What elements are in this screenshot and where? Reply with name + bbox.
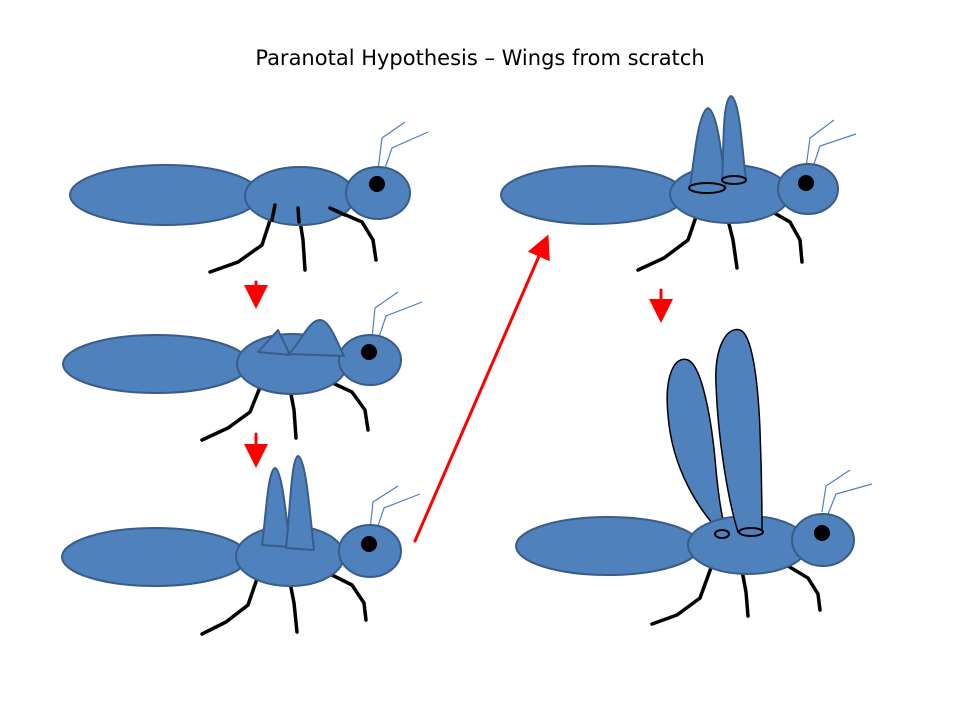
paranotal-lobe-front bbox=[257, 329, 291, 356]
abdomen bbox=[61, 527, 249, 587]
eye bbox=[369, 176, 385, 192]
head bbox=[338, 334, 402, 386]
antennae bbox=[377, 121, 429, 172]
wing-lobe-front bbox=[689, 107, 727, 189]
transition-arrows bbox=[244, 234, 673, 543]
eye bbox=[814, 525, 830, 541]
hinge-ring-back bbox=[738, 527, 764, 537]
paranotal-lobe-back bbox=[287, 319, 345, 357]
antennae bbox=[805, 119, 857, 171]
insect-stage-2 bbox=[62, 291, 423, 442]
eye bbox=[361, 344, 377, 360]
abdomen bbox=[69, 164, 261, 226]
abdomen bbox=[62, 334, 250, 394]
eye bbox=[361, 536, 377, 552]
hinge-ring-back bbox=[721, 175, 747, 185]
wing-back bbox=[715, 328, 763, 533]
insect-stage-1 bbox=[69, 121, 429, 274]
insect-stage-5 bbox=[515, 328, 873, 626]
paranotal-lobe-back bbox=[285, 455, 315, 551]
head bbox=[345, 166, 411, 220]
abdomen bbox=[515, 516, 701, 576]
slide-title: Paranotal Hypothesis – Wings from scratc… bbox=[255, 46, 705, 70]
hinge-ring-front bbox=[688, 182, 726, 194]
arrow-stage3-to-4 bbox=[413, 234, 550, 543]
wing-front bbox=[666, 358, 727, 531]
antennae bbox=[371, 291, 423, 341]
paranotal-lobe-front bbox=[261, 467, 291, 548]
insect-stage-4 bbox=[500, 95, 857, 272]
eye bbox=[798, 175, 814, 191]
antennae bbox=[369, 485, 421, 533]
insect-stage-3 bbox=[61, 455, 421, 636]
hinge-ring-front bbox=[714, 529, 730, 539]
wing-lobe-back bbox=[721, 95, 747, 181]
abdomen bbox=[500, 165, 686, 225]
antennae bbox=[821, 469, 873, 515]
